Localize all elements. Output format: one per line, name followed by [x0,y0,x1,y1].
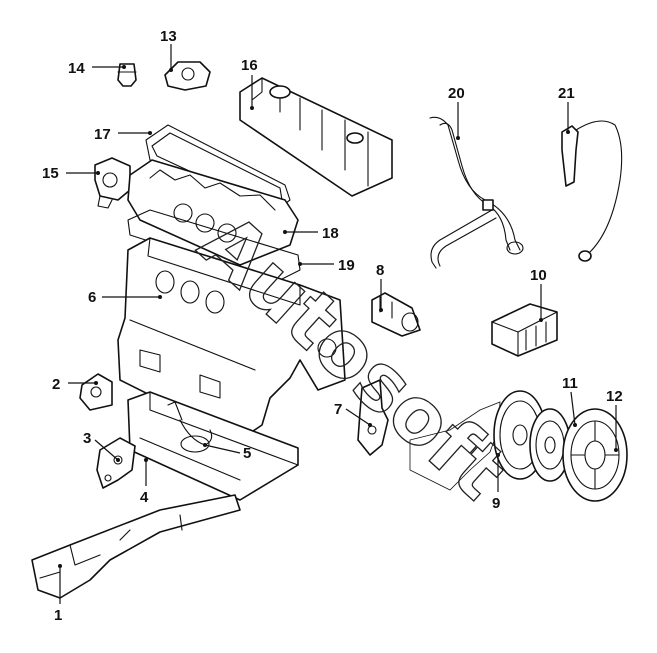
callout-9: 9 [492,495,500,512]
part-mount-bracket [96,437,136,489]
callout-13: 13 [160,28,177,45]
part-oil-pan [127,391,299,501]
callout-17: 17 [94,126,111,143]
part-head-gasket [127,209,301,283]
part-gearbox-bracket [357,379,389,456]
part-sender-unit [117,63,137,87]
callout-4: 4 [140,489,149,506]
callout-19: 19 [338,257,355,274]
callout-6: 6 [88,289,96,306]
part-transmission-housing [409,401,501,491]
callout-2: 2 [52,376,60,393]
callout-15: 15 [42,165,59,182]
callout-1: 1 [54,607,62,624]
leader-lines [58,44,618,604]
part-thermostat-housing [94,157,131,209]
callout-12: 12 [606,388,623,405]
part-engine-mount-left [79,373,113,411]
callout-8: 8 [376,262,384,279]
part-pressure-plate [562,408,628,502]
part-connector-block [491,303,558,357]
callout-10: 10 [530,267,547,284]
part-thermostat-cover [164,61,211,91]
part-starter-motor [371,292,421,337]
part-sensor-wire [561,120,623,262]
part-subframe [31,494,241,599]
callout-20: 20 [448,85,465,102]
callout-21: 21 [558,85,575,102]
part-engine-block [117,237,346,441]
callout-numbers: 1 2 3 4 5 6 7 8 9 10 11 12 13 14 15 16 1… [42,28,623,624]
callout-3: 3 [83,430,91,447]
callout-5: 5 [243,445,251,462]
part-cylinder-head [127,159,299,266]
callout-18: 18 [322,225,339,242]
callout-14: 14 [68,60,85,77]
callout-16: 16 [241,57,258,74]
callout-11: 11 [562,375,578,392]
part-coolant-hose [429,116,524,269]
part-valve-cover [239,77,393,197]
callout-7: 7 [334,401,342,418]
